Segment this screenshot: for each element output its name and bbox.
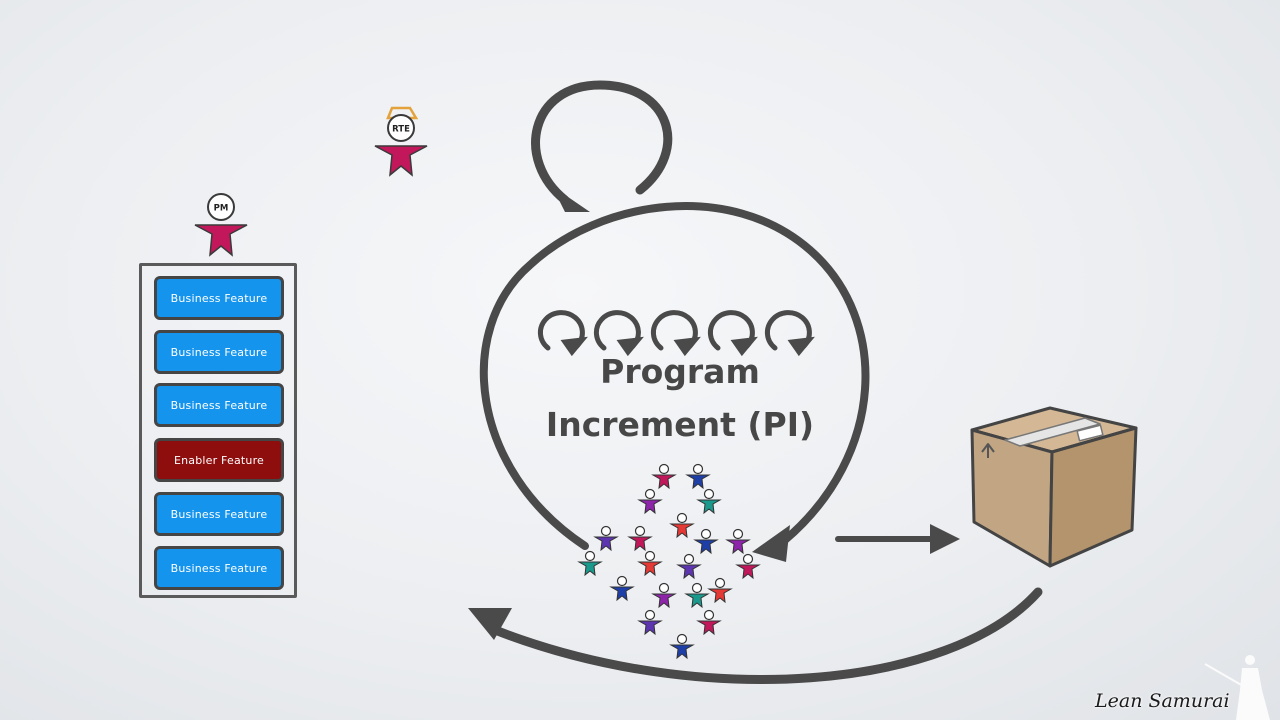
iteration-loop-icon: [537, 310, 588, 357]
team-member-icon: [735, 553, 761, 580]
business-feature-card: Business Feature: [154, 492, 284, 536]
team-member-icon: [684, 582, 710, 609]
business-feature-card: Business Feature: [154, 546, 284, 590]
release-arrowhead: [930, 524, 960, 554]
business-feature-card: Business Feature: [154, 330, 284, 374]
team-member-icon: [609, 575, 635, 602]
team-member-icon: [627, 525, 653, 552]
team-member-icon: [577, 550, 603, 577]
pi-cycle-arrow: [479, 202, 870, 550]
team-member-icon: [685, 463, 711, 490]
team-member-icon: [637, 609, 663, 636]
pi-cycle-arrowhead: [752, 525, 790, 562]
feedback-arrowhead: [468, 608, 512, 640]
team-member-icon: [696, 488, 722, 515]
team-member-icon: [707, 577, 733, 604]
team-member-icon: [651, 463, 677, 490]
team-member-icon: [651, 582, 677, 609]
feedback-arrow: [490, 587, 1043, 684]
rte-figure: RTE: [374, 106, 428, 177]
team-member-icon: [669, 633, 695, 660]
pm-label: PM: [214, 204, 229, 214]
team-member-icon: [696, 609, 722, 636]
team-figures: [577, 463, 761, 660]
pi-title-line1: Program: [600, 352, 760, 391]
program-backlog: [139, 263, 297, 598]
pm-figure: PM: [194, 193, 248, 257]
team-member-icon: [725, 528, 751, 555]
iteration-loop-icon: [707, 310, 758, 357]
team-member-icon: [676, 553, 702, 580]
iteration-loop-icon: [764, 310, 815, 357]
brand-name: Lean Samurai: [1095, 690, 1230, 712]
team-member-icon: [637, 550, 663, 577]
enabler-feature-card: Enabler Feature: [154, 438, 284, 482]
top-loop-arrow: [531, 80, 673, 205]
iteration-loop-icon: [650, 310, 701, 357]
release-box-icon: [970, 406, 1138, 568]
samurai-logo-icon: [1204, 655, 1270, 720]
rte-label: RTE: [392, 125, 410, 135]
business-feature-card: Business Feature: [154, 276, 284, 320]
top-loop-arrowhead: [552, 186, 590, 212]
pi-title-line2: Increment (PI): [545, 405, 815, 444]
team-member-icon: [669, 512, 695, 539]
business-feature-card: Business Feature: [154, 383, 284, 427]
iteration-loops: [537, 310, 815, 357]
team-member-icon: [693, 528, 719, 555]
team-member-icon: [593, 525, 619, 552]
team-member-icon: [637, 488, 663, 515]
iteration-loop-icon: [593, 310, 644, 357]
